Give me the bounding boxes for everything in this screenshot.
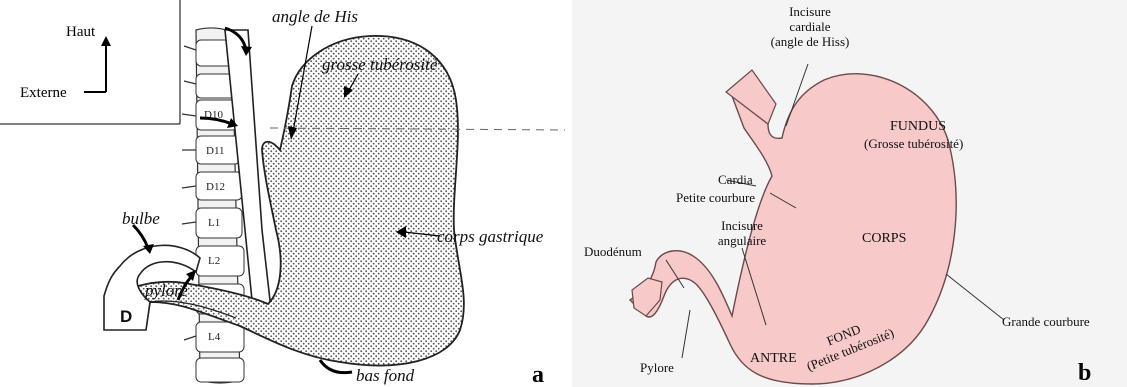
label-cardia: Cardia: [718, 172, 753, 187]
orientation-external-label: Externe: [20, 85, 67, 101]
vertebra-label-d11: D11: [206, 145, 225, 157]
orientation-box: [0, 0, 180, 124]
label-bas-fond: bas fond: [356, 366, 415, 385]
vertebra-label-l2: L2: [208, 255, 220, 267]
panel-b-stomach-illustration: Incisure cardiale (angle de Hiss) FUNDUS…: [572, 0, 1127, 387]
label-incisure-cardiale-2: cardiale: [789, 19, 830, 34]
label-incisure-cardiale-3: (angle de Hiss): [771, 34, 850, 49]
label-grosse-tuberosite: grosse tubérosité: [322, 55, 439, 74]
label-pylore: pylore: [144, 281, 188, 300]
label-duodenum: Duodénum: [584, 244, 642, 259]
label-corps-gastrique: corps gastrique: [437, 227, 544, 246]
label-incisure-angulaire-1: Incisure: [721, 218, 763, 233]
label-bulbe: bulbe: [122, 209, 160, 228]
vertebra-label-l1: L1: [208, 217, 220, 229]
label-fundus: FUNDUS: [890, 119, 946, 134]
duodenum-letter: D: [120, 307, 132, 326]
label-angle-de-his: angle de His: [272, 7, 358, 26]
panel-a-stomach-sketch: D10 D11 D12 L1 L2 L3 L4 D angle de His g…: [0, 0, 565, 387]
label-grosse-tuberosite: (Grosse tubérosité): [864, 136, 963, 151]
vertebra-label-l4: L4: [208, 331, 221, 343]
panel-b-drawing: Incisure cardiale (angle de Hiss) FUNDUS…: [572, 0, 1127, 387]
label-petite-courbure: Petite courbure: [676, 190, 755, 205]
label-antre: ANTRE: [750, 351, 797, 366]
label-corps: CORPS: [862, 231, 906, 246]
label-grande-courbure: Grande courbure: [1002, 314, 1090, 329]
vertebra-label-d12: D12: [206, 181, 225, 193]
panel-a-drawing: D10 D11 D12 L1 L2 L3 L4 D angle de His g…: [0, 0, 565, 387]
panel-letter-b: b: [1078, 360, 1091, 386]
label-pylore: Pylore: [640, 360, 674, 375]
label-incisure-cardiale-1: Incisure: [789, 4, 831, 19]
label-incisure-angulaire-2: angulaire: [718, 233, 767, 248]
panel-letter-a: a: [532, 362, 544, 387]
orientation-up-label: Haut: [66, 24, 96, 40]
